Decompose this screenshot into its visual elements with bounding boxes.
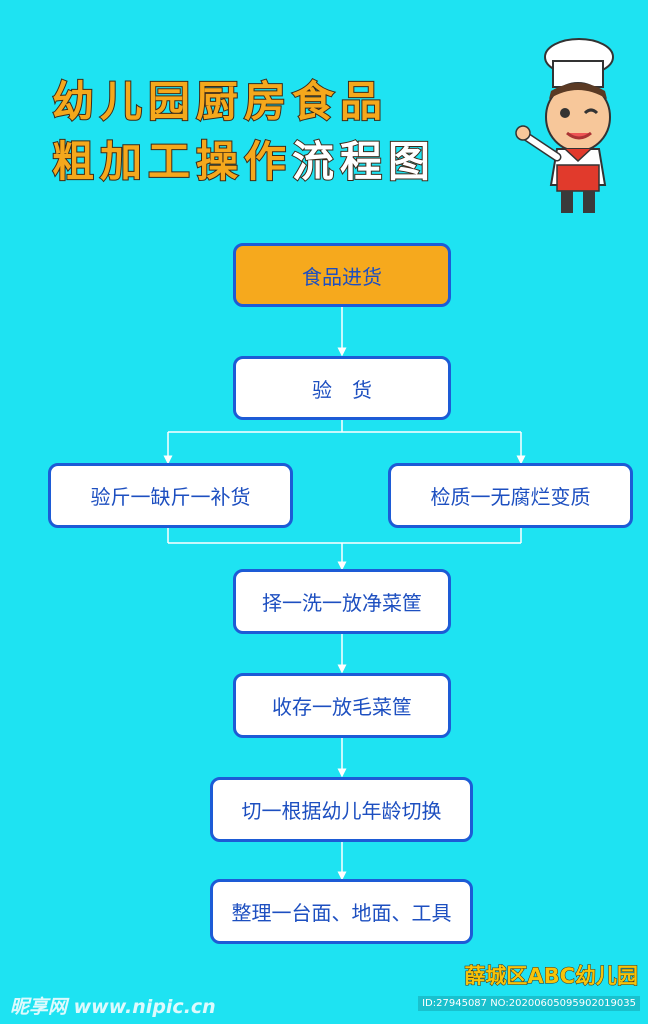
step-inspect-goods: 验 货 <box>233 356 451 420</box>
title-line-2-accent: 流程图 <box>291 136 437 187</box>
watermark-id: ID:27945087 NO:20200605095902019035 <box>418 996 640 1011</box>
step-storage: 收存一放毛菜筐 <box>233 673 451 738</box>
step-cutting: 切一根据幼儿年龄切换 <box>210 777 473 842</box>
step-cleanup: 整理一台面、地面、工具 <box>210 879 473 944</box>
step-food-purchase: 食品进货 <box>233 243 451 307</box>
title-line-1: 幼儿园厨房食品 <box>51 76 389 127</box>
branch-weight-check: 验斤一缺斤一补货 <box>48 463 293 528</box>
step-sort-wash: 择一洗一放净菜筐 <box>233 569 451 634</box>
title-line-2: 粗加工操作流程图 <box>51 128 437 189</box>
branch-quality-check: 检质一无腐烂变质 <box>388 463 633 528</box>
chef-mascot-icon <box>515 38 614 213</box>
school-name: 薛城区ABC幼儿园 <box>464 964 639 989</box>
watermark-logo: 昵享网 www.nipic.cn <box>10 996 216 1018</box>
title-line-2-main: 粗加工操作 <box>51 136 293 187</box>
